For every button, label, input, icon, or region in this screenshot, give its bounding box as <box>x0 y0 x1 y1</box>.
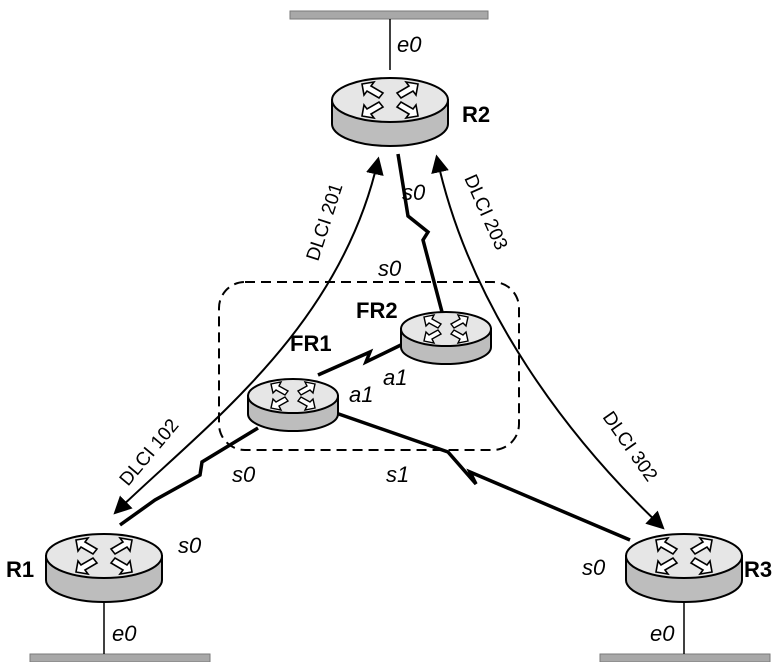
router-fr1[interactable] <box>247 378 339 432</box>
ethernet-segment-r2 <box>289 10 489 20</box>
dlci-label-203: DLCI 203 <box>459 171 511 253</box>
label-fr2: FR2 <box>356 298 398 323</box>
router-r1[interactable] <box>45 533 163 603</box>
router-r2[interactable] <box>331 77 449 147</box>
dlci-path-r2-r3 <box>431 154 665 530</box>
dlci-label-201: DLCI 201 <box>303 181 348 264</box>
dlci-label-302: DLCI 302 <box>598 408 661 486</box>
ethernet-segment-r3 <box>599 653 771 662</box>
iface-fr1-s1: s1 <box>386 462 409 487</box>
iface-r2-e0: e0 <box>397 32 422 57</box>
iface-fr1-a1: a1 <box>349 382 373 407</box>
iface-fr2-s0: s0 <box>378 256 402 281</box>
label-r3: R3 <box>744 557 772 582</box>
router-r3[interactable] <box>625 533 743 603</box>
iface-fr2-a1: a1 <box>383 365 407 390</box>
iface-r2-s0: s0 <box>402 180 426 205</box>
label-r2: R2 <box>462 102 490 127</box>
ethernet-segment-r1 <box>29 653 211 662</box>
router-fr2[interactable] <box>400 311 492 365</box>
iface-r1-e0: e0 <box>112 621 137 646</box>
serial-link-fr1-r3 <box>332 410 631 542</box>
iface-r3-e0: e0 <box>650 621 675 646</box>
dlci-label-102: DLCI 102 <box>116 415 184 490</box>
dlci-path-r1-r2 <box>113 156 384 515</box>
label-r1: R1 <box>6 557 34 582</box>
iface-r1-s0: s0 <box>178 533 202 558</box>
label-fr1: FR1 <box>290 331 332 356</box>
iface-r3-s0: s0 <box>582 555 606 580</box>
iface-fr1-s0: s0 <box>232 462 256 487</box>
serial-link-fr2-r2 <box>396 153 444 313</box>
